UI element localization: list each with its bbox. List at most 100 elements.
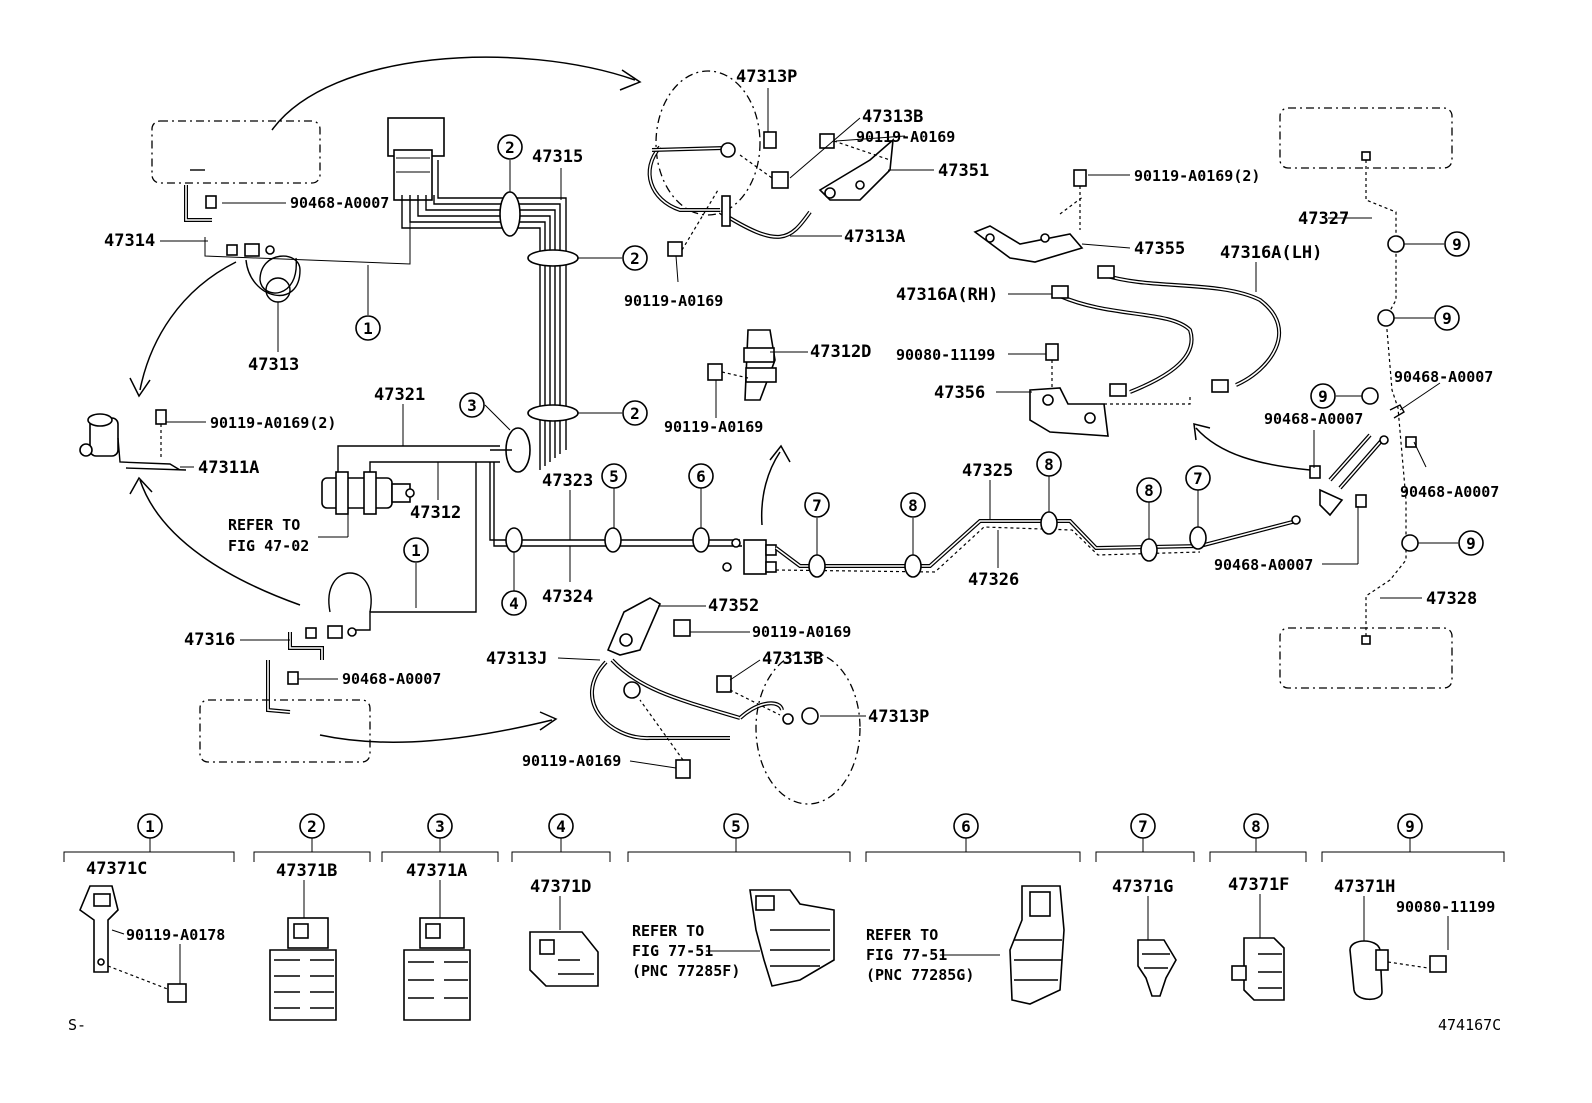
legend-refer-77285F: REFER TO FIG 77-51 (PNC 77285F) (632, 889, 835, 987)
label-90119-top2: 90119-A0169 (624, 292, 723, 310)
svg-text:(PNC 77285G): (PNC 77285G) (866, 966, 974, 984)
svg-text:(PNC 77285F): (PNC 77285F) (632, 962, 740, 980)
clamp-5 (604, 527, 622, 553)
svg-text:9: 9 (1466, 534, 1476, 553)
clamp-7-a (808, 554, 826, 578)
svg-text:3: 3 (435, 817, 445, 836)
svg-text:2: 2 (630, 249, 640, 268)
label-90468-d: 90468-A0007 (1264, 410, 1363, 428)
union-47313P-top (763, 131, 777, 149)
clamp-2-mid (527, 249, 579, 267)
svg-text:6: 6 (961, 817, 971, 836)
flow-arrow-left (139, 261, 237, 391)
clamp-2-top (499, 191, 521, 237)
label-47316A-RH: 47316A(RH) (896, 285, 998, 305)
svg-text:1: 1 (363, 319, 373, 338)
clamp-9-a (1387, 235, 1405, 253)
callout-8-b: 8 (1036, 451, 1062, 477)
clamp-7-b (1189, 526, 1207, 550)
svg-text:2: 2 (630, 404, 640, 423)
svg-text:7: 7 (812, 496, 822, 515)
label-47311A: 47311A (198, 458, 259, 478)
clamp-6 (692, 527, 710, 553)
label-47351: 47351 (938, 161, 989, 181)
label-47327: 47327 (1298, 209, 1349, 229)
clamp-9-c (1361, 387, 1379, 405)
clamp-legend: 1 2 3 4 5 6 7 8 9 47371C 90119-A0178 473… (63, 813, 1505, 1021)
legend-part-47371A: 47371A (403, 861, 471, 1021)
junction-block (722, 538, 777, 575)
clip-90468-b (287, 671, 299, 685)
callout-2-b: 2 (622, 245, 648, 271)
label-47355: 47355 (1134, 239, 1185, 259)
svg-text:FIG 77-51: FIG 77-51 (632, 942, 713, 960)
svg-text:4: 4 (509, 594, 519, 613)
tube-47324 (493, 462, 742, 547)
flow-arrow-bottom (319, 719, 553, 743)
svg-text:9: 9 (1405, 817, 1415, 836)
clamp-4 (505, 527, 523, 553)
flow-arrow-top-head (619, 69, 642, 91)
svg-text:2: 2 (505, 138, 515, 157)
label-47313B-top: 47313B (862, 107, 923, 127)
flow-arrow-left-low-head (129, 476, 153, 495)
svg-text:8: 8 (908, 496, 918, 515)
bracket-47312D (707, 329, 777, 401)
callout-8-c: 8 (1136, 477, 1162, 503)
label-47316A-LH: 47316A(LH) (1220, 243, 1322, 263)
svg-text:47371A: 47371A (406, 861, 467, 881)
label-refer-fig-47-line1: REFER TO (228, 516, 300, 534)
legend-callout-6: 6 (953, 813, 979, 839)
bolt-90119-2x-right (1073, 169, 1087, 187)
svg-text:47371G: 47371G (1112, 877, 1173, 897)
label-90468-e: 90468-A0007 (1400, 483, 1499, 501)
legend-part-47371G: 47371G (1112, 877, 1177, 997)
svg-text:47371F: 47371F (1228, 875, 1289, 895)
svg-text:7: 7 (1193, 469, 1203, 488)
label-90119-top1: 90119-A0169 (856, 128, 955, 146)
hose-47316-loop (328, 572, 372, 613)
label-47316: 47316 (184, 630, 235, 650)
svg-text:6: 6 (696, 467, 706, 486)
legend-callout-8: 8 (1243, 813, 1269, 839)
bracket-47355 (973, 225, 1084, 263)
reference-box-top-left (151, 120, 321, 184)
label-90119-low2: 90119-A0169 (522, 752, 621, 770)
label-90468-f: 90468-A0007 (1214, 556, 1313, 574)
bolt-47313B-low (716, 675, 732, 693)
legend-part-47371B: 47371B (269, 861, 337, 1021)
callout-4-a: 4 (501, 590, 527, 616)
callout-2-c: 2 (622, 400, 648, 426)
label-refer-fig-47-line2: FIG 47-02 (228, 537, 309, 555)
svg-text:1: 1 (411, 541, 421, 560)
tube-47323 (489, 462, 740, 541)
label-47313J: 47313J (486, 649, 547, 669)
callout-9-c: 9 (1310, 383, 1336, 409)
legend-callout-7: 7 (1130, 813, 1156, 839)
svg-text:8: 8 (1251, 817, 1261, 836)
svg-text:47371B: 47371B (276, 861, 337, 881)
callout-1-b: 1 (403, 537, 429, 563)
label-90468-a: 90468-A0007 (290, 194, 389, 212)
label-47313A: 47313A (844, 227, 905, 247)
callout-2-a: 2 (497, 134, 523, 160)
rear-flex-hoses (1291, 404, 1417, 525)
label-47313: 47313 (248, 355, 299, 375)
flow-arrow-left-head (129, 377, 151, 398)
tube-47312 (369, 461, 500, 476)
callout-1-a: 1 (355, 315, 381, 341)
svg-text:9: 9 (1318, 387, 1328, 406)
label-47325: 47325 (962, 461, 1013, 481)
svg-text:1: 1 (145, 817, 155, 836)
legend-callout-5: 5 (723, 813, 749, 839)
clamp-9-b (1377, 309, 1395, 327)
bolt-90119-low2 (675, 759, 691, 779)
callout-7-b: 7 (1185, 465, 1211, 491)
svg-text:90119-A0178: 90119-A0178 (126, 926, 225, 944)
bolt-90080-mid (1045, 343, 1059, 361)
label-47326: 47326 (968, 570, 1019, 590)
callout-9-b: 9 (1434, 305, 1460, 331)
legend-refer-77285G: REFER TO FIG 77-51 (PNC 77285G) (866, 885, 1065, 1005)
tube-47327-47328 (1365, 160, 1407, 636)
